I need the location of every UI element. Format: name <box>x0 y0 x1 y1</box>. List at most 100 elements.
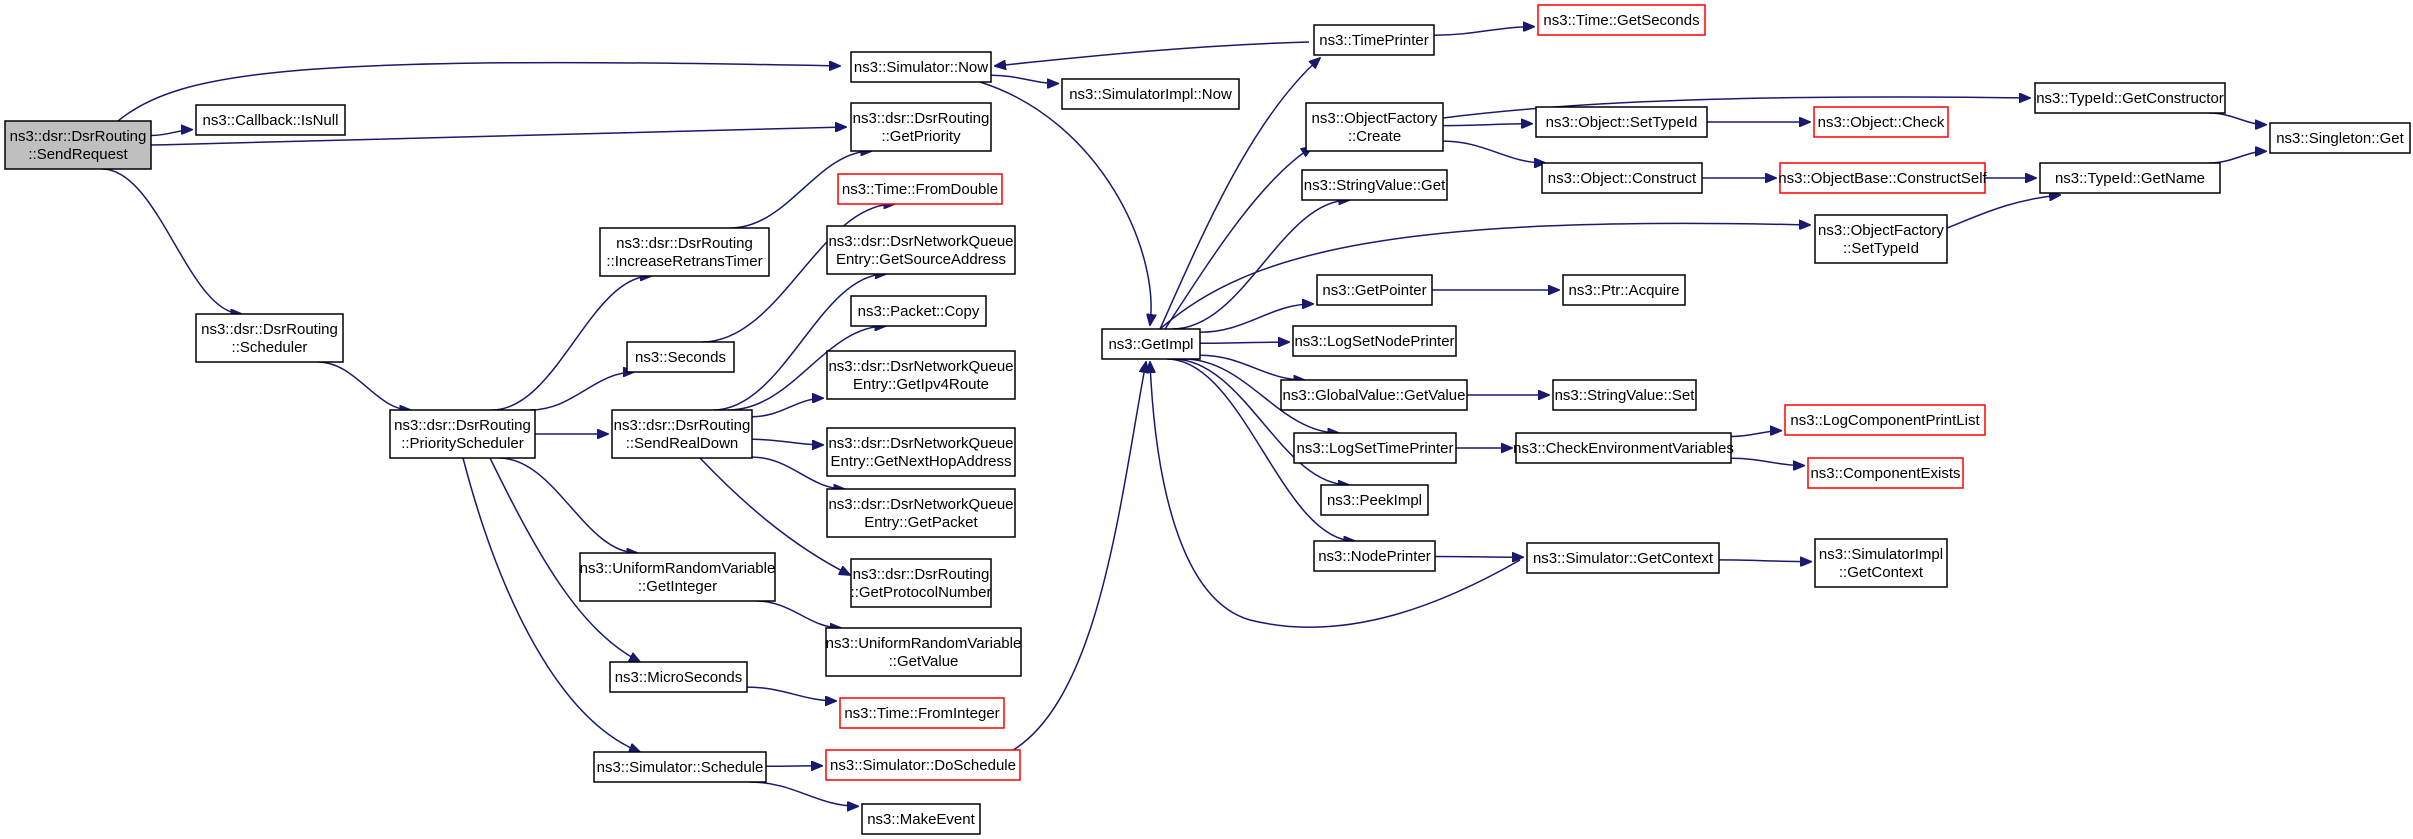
node-label: ns3::Packet::Copy <box>858 303 980 320</box>
node-simimplgetcontext[interactable]: ns3::SimulatorImpl::GetContext <box>1814 538 1948 588</box>
node-ofcreate[interactable]: ns3::ObjectFactory::Create <box>1305 102 1444 152</box>
node-prio[interactable]: ns3::dsr::DsrRouting::PriorityScheduler <box>389 409 536 459</box>
edge-getimpl-to-getpointer <box>1199 304 1313 333</box>
node-label: ns3::Simulator::Schedule <box>597 759 764 776</box>
node-isnull[interactable]: ns3::Callback::IsNull <box>195 104 346 136</box>
edge-getimpl-to-logsettimeprinter <box>1183 358 1338 433</box>
node-box <box>609 661 748 693</box>
node-label: ns3::dsr::DsrRouting <box>10 128 147 145</box>
edge-typeidgetname-to-singletonget <box>2208 151 2266 164</box>
node-box <box>861 803 981 835</box>
node-gvgetvalue[interactable]: ns3::GlobalValue::GetValue <box>1280 379 1468 411</box>
edge-getimpl-to-timeprinter <box>1159 58 1320 330</box>
node-label: ::SendRequest <box>28 146 128 163</box>
node-label: ns3::PeekImpl <box>1327 492 1422 509</box>
node-ptracquire[interactable]: ns3::Ptr::Acquire <box>1562 274 1686 306</box>
node-label: ns3::StringValue::Get <box>1304 177 1446 194</box>
node-urvgetint[interactable]: ns3::UniformRandomVariable::GetInteger <box>579 552 776 602</box>
node-peekimpl[interactable]: ns3::PeekImpl <box>1320 484 1429 516</box>
node-label: ns3::LogComponentPrintList <box>1790 412 1980 429</box>
node-label: ns3::Ptr::Acquire <box>1569 282 1680 299</box>
node-getpriority[interactable]: ns3::dsr::DsrRouting::GetPriority <box>850 102 992 152</box>
node-label: ns3::Singleton::Get <box>2276 130 2404 147</box>
node-logsettimeprinter[interactable]: ns3::LogSetTimePrinter <box>1293 432 1457 464</box>
node-label: ns3::MakeEvent <box>867 811 975 828</box>
node-box <box>1807 457 1964 489</box>
edge-prio-to-urvgetint <box>498 457 638 553</box>
edge-getimpl-to-gvgetvalue <box>1199 354 1304 380</box>
node-simgetcontext[interactable]: ns3::Simulator::GetContext <box>1526 542 1720 574</box>
node-getnexthop[interactable]: ns3::dsr::DsrNetworkQueueEntry::GetNextH… <box>826 427 1016 477</box>
node-ofsettypeid[interactable]: ns3::ObjectFactory::SetTypeId <box>1814 214 1948 264</box>
node-label: ::GetContext <box>1839 564 1924 581</box>
node-label: ns3::ObjectFactory <box>1312 110 1438 127</box>
node-makeevent[interactable]: ns3::MakeEvent <box>861 803 981 835</box>
node-label: ns3::Seconds <box>635 349 726 366</box>
node-objsettypeid[interactable]: ns3::Object::SetTypeId <box>1535 106 1708 138</box>
node-box <box>195 104 346 136</box>
node-box <box>1101 328 1201 360</box>
node-simnow[interactable]: ns3::Simulator::Now <box>850 51 992 83</box>
edge-incretrans-to-getpriority <box>729 151 872 229</box>
node-label: ns3::StringValue::Set <box>1555 387 1696 404</box>
node-fromdouble[interactable]: ns3::Time::FromDouble <box>837 173 1003 205</box>
node-box <box>825 627 1022 677</box>
node-label: ns3::dsr::DsrRouting <box>614 417 751 434</box>
node-getpacket[interactable]: ns3::dsr::DsrNetworkQueueEntry::GetPacke… <box>826 488 1016 538</box>
node-getpointer[interactable]: ns3::GetPointer <box>1316 274 1433 306</box>
node-getipv4route[interactable]: ns3::dsr::DsrNetworkQueueEntry::GetIpv4R… <box>826 350 1016 400</box>
node-label: ::PriorityScheduler <box>401 435 524 452</box>
edge-getimpl-to-ofsettypeid <box>1159 223 1810 330</box>
edge-microseconds-to-frominteger <box>746 686 836 701</box>
node-getseconds[interactable]: ns3::Time::GetSeconds <box>1537 4 1706 36</box>
node-timeprinter[interactable]: ns3::TimePrinter <box>1313 24 1435 56</box>
node-label: ns3::dsr::DsrNetworkQueue <box>828 435 1013 452</box>
node-sendrealdown[interactable]: ns3::dsr::DsrRouting::SendRealDown <box>611 409 753 459</box>
node-urvgetvalue[interactable]: ns3::UniformRandomVariable::GetValue <box>825 627 1022 677</box>
edge-simgetcontext-to-simimplgetcontext <box>1718 560 1811 562</box>
node-box <box>2039 162 2221 194</box>
node-label: Entry::GetSourceAddress <box>836 251 1006 268</box>
node-typeidgetname[interactable]: ns3::TypeId::GetName <box>2039 162 2221 194</box>
node-packetcopy[interactable]: ns3::Packet::Copy <box>850 295 987 327</box>
node-microseconds[interactable]: ns3::MicroSeconds <box>609 661 748 693</box>
node-box <box>1280 379 1468 411</box>
node-box <box>850 51 992 83</box>
node-compexists[interactable]: ns3::ComponentExists <box>1807 457 1964 489</box>
node-logcompprint[interactable]: ns3::LogComponentPrintList <box>1784 404 1986 436</box>
node-checkenv[interactable]: ns3::CheckEnvironmentVariables <box>1513 432 1734 464</box>
node-logsetnodeprinter[interactable]: ns3::LogSetNodePrinter <box>1292 325 1457 357</box>
node-incretrans[interactable]: ns3::dsr::DsrRouting::IncreaseRetransTim… <box>599 227 770 277</box>
node-frominteger[interactable]: ns3::Time::FromInteger <box>839 697 1005 729</box>
node-simschedule[interactable]: ns3::Simulator::Schedule <box>593 751 767 783</box>
node-label: ns3::UniformRandomVariable <box>580 560 776 577</box>
node-stringvalueget[interactable]: ns3::StringValue::Get <box>1301 169 1448 201</box>
node-box <box>1316 274 1433 306</box>
node-nodeprinter[interactable]: ns3::NodePrinter <box>1313 540 1436 572</box>
node-seconds[interactable]: ns3::Seconds <box>626 341 735 373</box>
node-getsrcaddr[interactable]: ns3::dsr::DsrNetworkQueueEntry::GetSourc… <box>826 225 1016 275</box>
node-doschedule[interactable]: ns3::Simulator::DoSchedule <box>825 749 1021 781</box>
node-label: Entry::GetPacket <box>864 514 978 531</box>
node-simimplnow[interactable]: ns3::SimulatorImpl::Now <box>1061 78 1240 110</box>
node-objconstruct[interactable]: ns3::Object::Construct <box>1541 162 1703 194</box>
node-constructself[interactable]: ns3::ObjectBase::ConstructSelf <box>1778 162 1988 194</box>
edge-urvgetint-to-urvgetvalue <box>756 600 841 628</box>
node-stringvalueset[interactable]: ns3::StringValue::Set <box>1552 379 1697 411</box>
node-box <box>2034 82 2226 114</box>
node-scheduler[interactable]: ns3::dsr::DsrRouting::Scheduler <box>195 313 344 363</box>
node-box <box>826 225 1016 275</box>
node-getimpl[interactable]: ns3::GetImpl <box>1101 328 1201 360</box>
node-typeidgetctor[interactable]: ns3::TypeId::GetConstructor <box>2034 82 2226 114</box>
edge-simnow-to-simimplnow <box>990 74 1058 83</box>
node-objcheck[interactable]: ns3::Object::Check <box>1813 106 1949 138</box>
node-root[interactable]: ns3::dsr::DsrRouting::SendRequest <box>4 120 152 170</box>
edge-doschedule-to-getimpl <box>1009 362 1146 753</box>
node-singletonget[interactable]: ns3::Singleton::Get <box>2269 122 2411 154</box>
node-box <box>579 552 776 602</box>
node-label: ns3::Object::SetTypeId <box>1546 114 1698 131</box>
node-label: ns3::ObjectFactory <box>1818 222 1944 239</box>
node-label: ns3::Callback::IsNull <box>203 112 339 129</box>
node-getprotonum[interactable]: ns3::dsr::DsrRouting::GetProtocolNumber <box>850 558 992 608</box>
